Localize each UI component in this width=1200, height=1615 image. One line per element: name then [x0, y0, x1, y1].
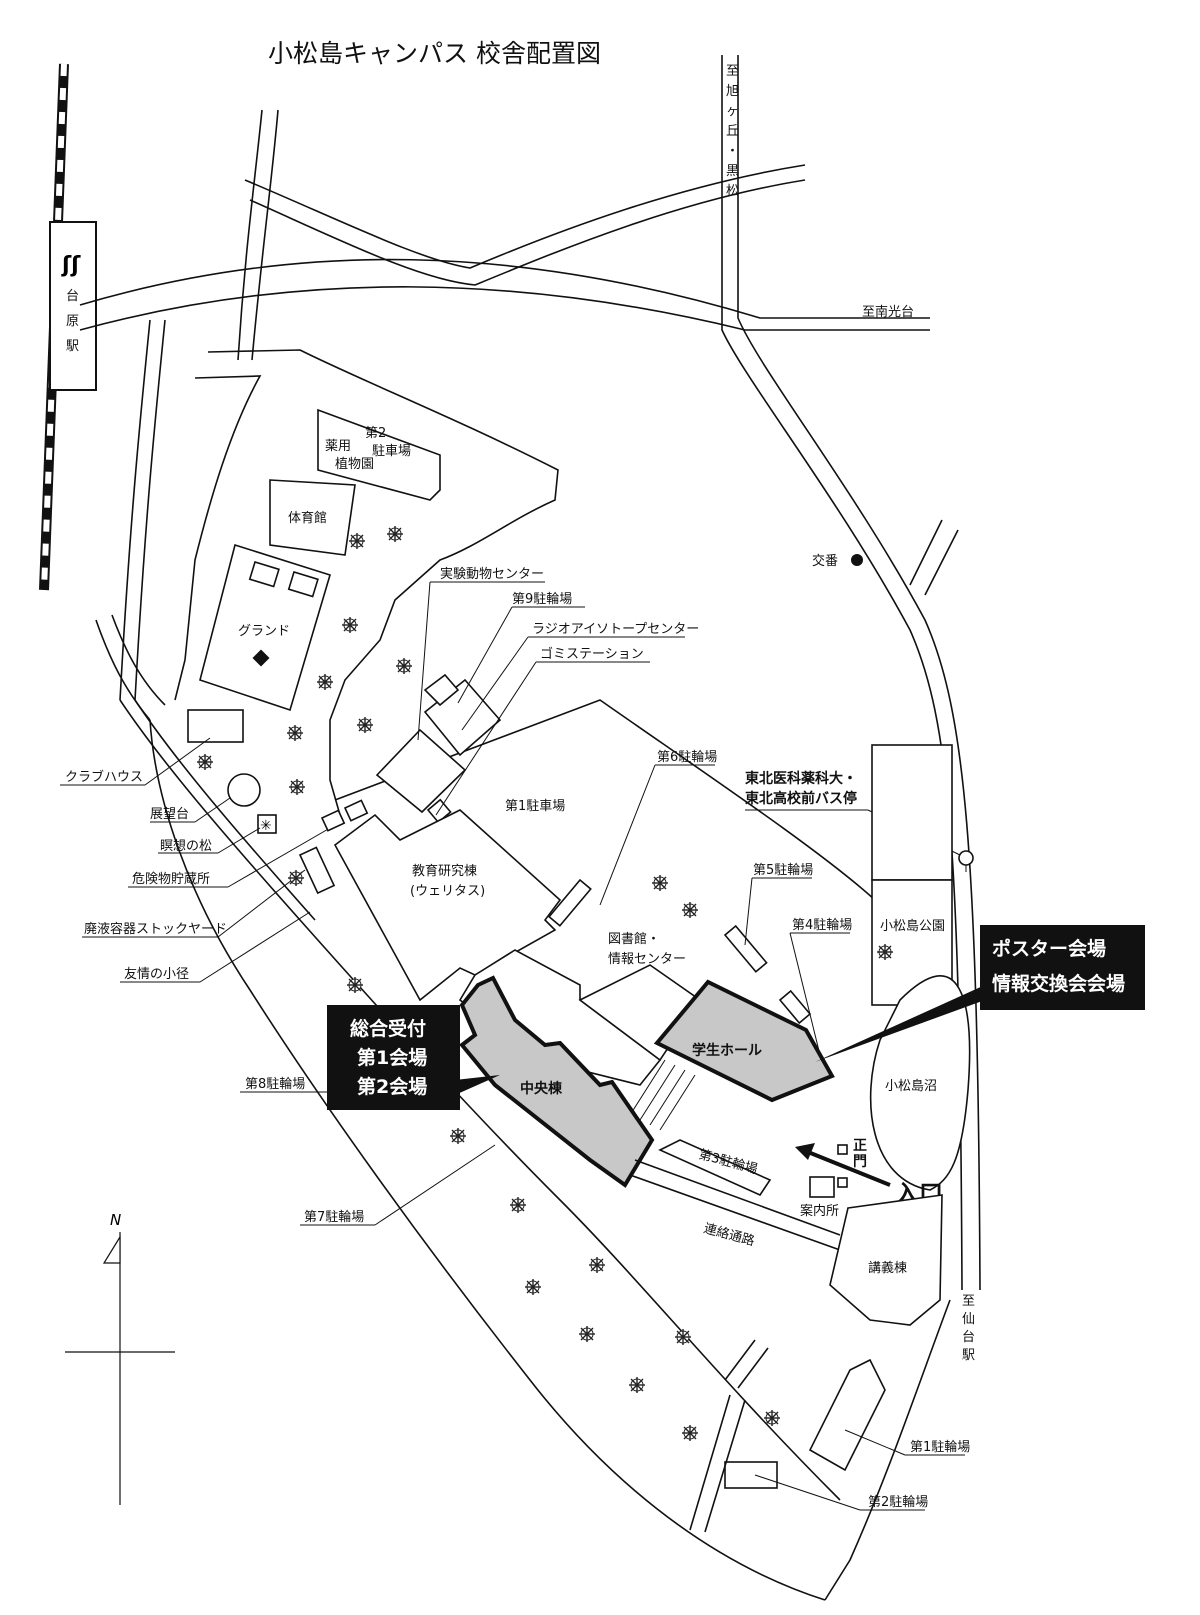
student-hall-label: 学生ホール [692, 1042, 762, 1059]
lecture-building: 講義棟 [829, 1194, 943, 1326]
clubhouse-area: ✳ [187, 709, 277, 834]
bike-leaders-mid [548, 764, 850, 1056]
station-char-3: 駅 [66, 339, 79, 354]
busstop-label-2: 東北高校前バス停 [745, 790, 857, 807]
gate-char-2: 門 [853, 1154, 867, 1170]
campus-boundary [149, 349, 951, 1601]
reception-label-3: 第2会場 [357, 1075, 427, 1098]
gate-char-1: 正 [853, 1138, 867, 1154]
waste-label: 廃液容器ストックヤード [84, 921, 227, 937]
research-building: 教育研究棟 (ウェリタス) [333, 809, 562, 1002]
pine-tree-icon: ✳ [260, 818, 272, 834]
reception-callout: 総合受付 第1会場 第2会場 [327, 1005, 500, 1110]
bike2-label: 第2駐輪場 [868, 1494, 928, 1510]
east-destination: 至南光台 [862, 304, 914, 320]
left-leaders [60, 737, 496, 1226]
poster-callout: ポスター会場 情報交換会会場 [815, 925, 1145, 1062]
gym-label: 体育館 [288, 510, 327, 526]
garden-label-2: 植物園 [335, 457, 374, 472]
parking2-label-1: 第2 [365, 426, 386, 441]
radio-isotope-label: ラジオアイソトープセンター [532, 622, 699, 637]
south-dest-char: 駅 [962, 1348, 975, 1363]
south-dest-char: 至 [962, 1294, 975, 1309]
corridor [629, 1139, 841, 1251]
bike9-label: 第9駐輪場 [512, 591, 572, 607]
garbage-station-label: ゴミステーション [540, 646, 644, 662]
south-dest-char: 仙 [962, 1312, 975, 1327]
lookout-label: 展望台 [150, 806, 189, 822]
ground-marker-icon [252, 649, 270, 667]
animal-center-label: 実験動物センター [440, 566, 544, 582]
police-box-icon [851, 554, 863, 566]
animal-center-buildings [375, 581, 685, 824]
bike-south [689, 1339, 965, 1533]
bike6-label: 第6駐輪場 [657, 749, 717, 765]
friendship-path-label: 友情の小径 [124, 966, 189, 982]
parking2-label-2: 駐車場 [372, 444, 411, 459]
reception-label-1: 総合受付 [350, 1017, 426, 1040]
tree-icons [197, 526, 893, 1441]
gym-building: 体育館 [269, 479, 356, 556]
info-label: 案内所 [800, 1203, 839, 1219]
poster-label-1: ポスター会場 [992, 937, 1106, 960]
student-hall: 学生ホール [653, 979, 835, 1103]
north-dest-char: 丘 [726, 124, 739, 139]
busstop-label-1: 東北医科薬科大・ [745, 770, 857, 787]
entrance-arrow [795, 1143, 891, 1187]
bus-stop-icon [958, 850, 974, 866]
park-label: 小松島公園 [880, 919, 945, 934]
park-area [869, 744, 971, 1191]
clubhouse-label: クラブハウス [65, 769, 143, 785]
main-gate [809, 1144, 848, 1198]
station-char-1: 台 [66, 289, 79, 304]
library-label-1: 図書館・ [608, 932, 660, 947]
north-dest-char: 至 [726, 64, 739, 79]
hazard-label: 危険物貯蔵所 [132, 872, 210, 887]
police-label: 交番 [812, 553, 838, 569]
research-label-1: 教育研究棟 [412, 863, 477, 879]
north-dest-char: 黒 [726, 164, 739, 179]
bike4-label: 第4駐輪場 [792, 917, 852, 933]
station-box: ʃʃ 台 原 駅 [49, 221, 97, 391]
railway-logo-icon: ʃʃ [61, 253, 81, 278]
south-dest-char: 台 [962, 1330, 975, 1345]
central-building: 中央棟 [459, 975, 655, 1188]
pond-label: 小松島沼 [885, 1079, 937, 1094]
south-destination: 至 仙 台 駅 [962, 1294, 975, 1363]
map-title: 小松島キャンパス 校舎配置図 [268, 39, 601, 68]
poster-label-2: 情報交換会会場 [992, 972, 1125, 995]
ground-label: グランド [238, 624, 290, 639]
bike7-label: 第7駐輪場 [304, 1209, 364, 1225]
lecture-label: 講義棟 [868, 1260, 907, 1276]
north-dest-char: ヶ [726, 104, 739, 119]
north-dest-char: 松 [726, 184, 739, 199]
central-label: 中央棟 [520, 1080, 563, 1097]
hazard-store-buildings [298, 799, 369, 895]
stairs [629, 1059, 696, 1131]
library-label-2: 情報センター [608, 952, 686, 967]
reception-label-2: 第1会場 [357, 1046, 427, 1069]
bike5-label: 第5駐輪場 [753, 862, 813, 878]
station-char-2: 原 [66, 314, 79, 329]
bike8-label: 第8駐輪場 [245, 1076, 305, 1092]
research-label-2: (ウェリタス) [410, 884, 485, 899]
parking1-label: 第1駐車場 [505, 799, 565, 814]
pine-label: 瞑想の松 [160, 838, 212, 854]
north-dest-char: 旭 [726, 84, 739, 99]
north-arrow: N [65, 1211, 175, 1505]
bike1-label: 第1駐輪場 [910, 1439, 970, 1455]
north-label: N [110, 1211, 121, 1229]
north-dest-char: ・ [726, 144, 739, 159]
parking2-area: 第2 駐車場 薬用 植物園 [317, 408, 441, 501]
north-destination: 至 旭 ヶ 丘 ・ 黒 松 [726, 64, 739, 199]
ground-field: グランド [199, 543, 331, 712]
corridor-label: 連絡通路 [702, 1220, 756, 1249]
garden-label-1: 薬用 [325, 439, 351, 454]
